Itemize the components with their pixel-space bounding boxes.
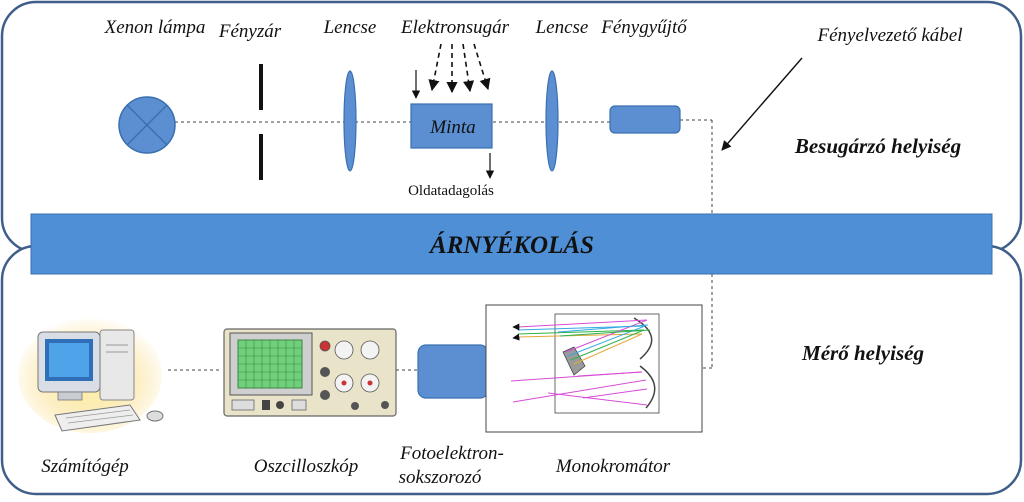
monochromator-label: Monokromátor — [555, 456, 671, 477]
photomultiplier — [417, 344, 489, 399]
lens-right — [545, 70, 559, 172]
sample-label: Minta — [429, 117, 475, 138]
electron-beam-arrows — [428, 43, 491, 94]
solution-dosing-label: Oldatadagolás — [408, 183, 494, 199]
photomultiplier-label-line2: sokszorozó — [399, 467, 482, 488]
shielding-label: ÁRNYÉKOLÁS — [428, 231, 594, 259]
lens-left — [343, 70, 357, 172]
measurement-room-label: Mérő helyiség — [801, 341, 924, 365]
fiber-cable-pointer — [721, 57, 803, 151]
computer-label: Számítógép — [41, 456, 129, 477]
lens-right-label: Lencse — [535, 17, 589, 38]
shielding-banner — [30, 213, 993, 275]
lens-left-label: Lencse — [323, 17, 377, 38]
xenon-lamp-label: Xenon lámpa — [104, 17, 206, 38]
electron-beam-label: Elektronsugár — [400, 17, 510, 38]
optical-path — [168, 119, 713, 371]
light-collector — [609, 105, 681, 134]
monochromator — [485, 304, 703, 433]
fiber-cable-label: Fényelvezető kábel — [816, 25, 962, 46]
irradiation-room-label: Besugárzó helyiség — [794, 134, 961, 158]
oscilloscope-label: Oszcilloszkóp — [254, 456, 359, 477]
photomultiplier-label-line1: Fotoelektron- — [399, 443, 504, 464]
sample-box — [410, 103, 493, 149]
shutter-label: Fényzár — [218, 21, 282, 42]
computer-illustration — [18, 317, 164, 433]
oscilloscope-illustration — [223, 328, 397, 417]
xenon-lamp — [118, 96, 176, 154]
light-collector-label: Fénygyűjtő — [600, 17, 688, 38]
